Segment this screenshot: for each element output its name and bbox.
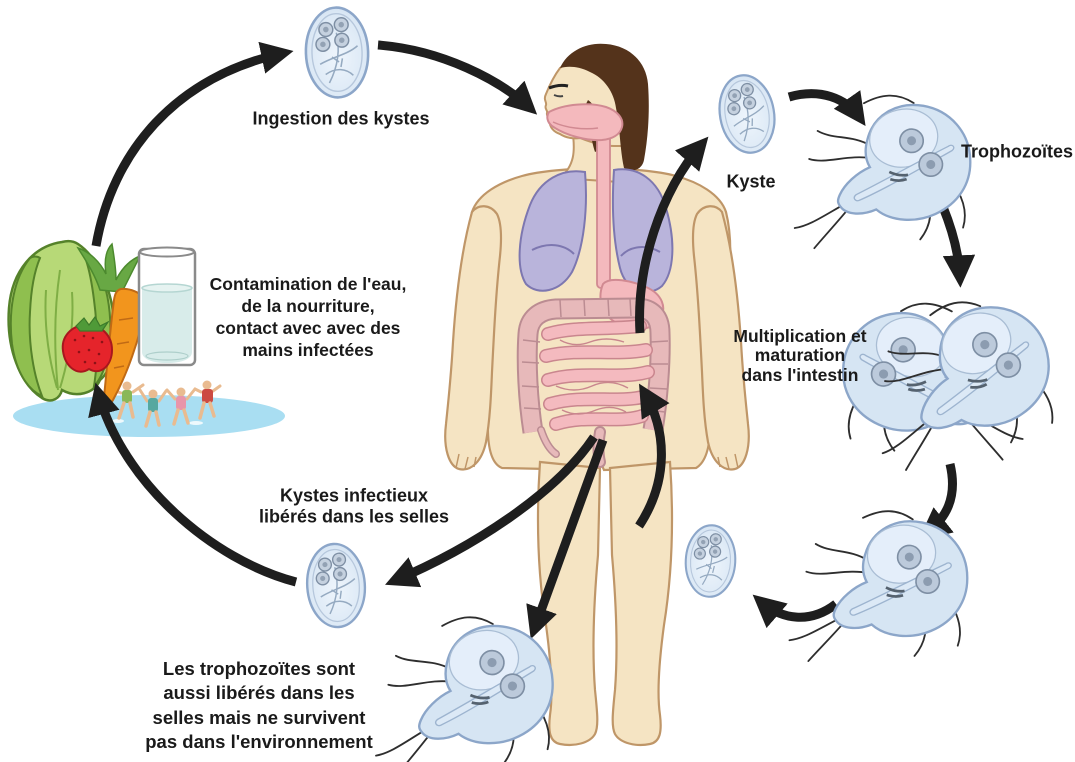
label-trophozoites-selles: Les trophozoïtes sont aussi libérés dans… [145,658,373,753]
water-glass-icon [137,246,197,367]
arrow-cyst-to-intestine [635,383,670,529]
eyebrow [548,83,569,90]
arrow-body-to-stool-cyst [385,434,598,588]
hair [560,43,649,171]
arrow-body-to-stool-trophozoite [526,438,608,640]
label-kystes-infectieux: Kystes infectieux libérés dans les selle… [258,485,450,526]
arrow-kyste-to-trophozoite [787,89,866,126]
arrow-cyst-to-mouth [377,40,538,115]
arrow-trophozoite-to-multiplication [938,205,976,288]
cyst-near-leg-icon [682,522,739,600]
hand-fingers [455,453,739,470]
trophozoite-released-icon [785,498,978,683]
intestines [516,297,671,468]
label-contamination: Contamination de l'eau, de la nourriture… [209,273,407,361]
label-trophozoites: Trophozoïtes [961,141,1073,162]
cyst-ingested-icon [303,5,371,100]
cycle-arrows [88,40,976,640]
label-kyste: Kyste [726,171,776,192]
label-ingestion-des-kystes: Ingestion des kystes [252,108,430,129]
dividing-trophozoites-icon [835,293,1057,477]
lungs [518,168,674,293]
arrow-trophozoite-to-cyst [752,594,839,629]
arrow-food-to-cyst [91,41,294,247]
trophozoite-in-stool-icon [373,609,559,762]
cyst-in-stool-icon [303,540,369,631]
arrow-intestine-to-kyste [635,136,709,334]
label-multiplication: Multiplication et maturation dans l'inte… [733,326,867,385]
arrow-stool-cyst-to-environment [88,382,298,587]
strawberry-icon [61,315,114,373]
eye [553,94,564,98]
cyst-kyste-icon [712,69,782,159]
